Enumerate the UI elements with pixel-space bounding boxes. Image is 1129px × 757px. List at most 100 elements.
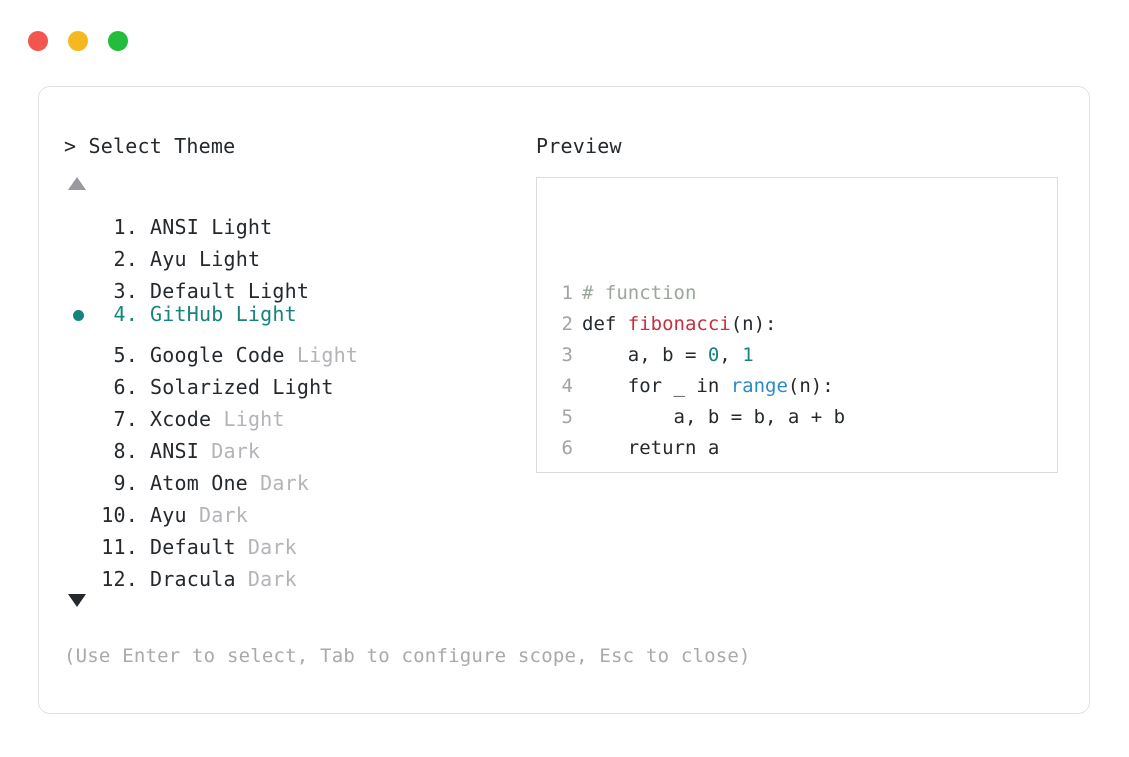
theme-item-number: 6. (113, 375, 138, 399)
preview-title: Preview (536, 134, 622, 158)
code-line-content: a, b = 0, 1 (573, 340, 754, 371)
theme-item-name: GitHub Light (150, 302, 297, 326)
theme-item-number: 1. (113, 215, 138, 239)
code-token: , (719, 344, 743, 366)
theme-list-item[interactable]: 12. Dracula Dark (64, 554, 534, 591)
code-line-content: # function (573, 278, 696, 309)
code-line: 1 # function (557, 278, 957, 309)
theme-list-item[interactable]: 2. Ayu Light (64, 234, 534, 271)
code-line-content: for _ in range(n): (573, 371, 834, 402)
line-number: 5 (561, 406, 573, 428)
page-title: Select Theme (88, 134, 236, 158)
theme-item-variant: Light (198, 215, 273, 239)
selection-bullet-cell (64, 300, 94, 332)
theme-list-item[interactable]: 6. Solarized Light (64, 362, 534, 399)
theme-list-item[interactable]: 4. GitHub Light (64, 298, 534, 330)
scroll-down-icon[interactable] (68, 594, 86, 607)
theme-item-number: 2. (113, 247, 138, 271)
theme-item-name: Default Light (150, 279, 310, 303)
window-maximize-button[interactable] (108, 31, 128, 51)
code-line-content: a, b = b, a + b (573, 402, 846, 433)
selection-bullet-cell (64, 362, 94, 394)
code-token: fibonacci (627, 313, 731, 335)
theme-item-name: Dracula Dark (150, 567, 297, 591)
code-line-content: return a (573, 433, 720, 464)
theme-list-item[interactable]: 8. ANSI Dark (64, 426, 534, 463)
theme-item-number: 7. (113, 407, 138, 431)
theme-item-variant: Light (211, 407, 285, 431)
code-token: a, b = b, a + b (582, 406, 846, 428)
selection-bullet-cell (64, 330, 94, 362)
theme-item-variant: Light (186, 247, 261, 271)
theme-list-item[interactable]: 1. ANSI Light (64, 202, 534, 239)
theme-item-number: 9. (113, 471, 138, 495)
window-traffic-lights (28, 31, 128, 51)
theme-item-variant: Light (284, 343, 359, 367)
theme-item-number: 3. (113, 279, 138, 303)
theme-item-name: Ayu Light (150, 247, 261, 271)
code-token: (n): (787, 375, 834, 397)
code-token: (n): (730, 313, 777, 335)
theme-item-name: Default Dark (150, 535, 297, 559)
theme-list-item[interactable]: 11. Default Dark (64, 522, 534, 559)
selection-bullet-cell (64, 394, 94, 426)
theme-item-variant: Dark (235, 567, 297, 591)
theme-item-variant: Dark (198, 439, 261, 463)
code-token: def (582, 313, 628, 335)
theme-list-item[interactable]: 7.Xcode Light (64, 394, 534, 431)
theme-item-variant: Light (235, 279, 310, 303)
preview-column: Preview (536, 133, 1066, 159)
code-token: 1 (742, 344, 754, 366)
theme-item-name: ANSI Dark (150, 439, 261, 463)
line-number: 2 (561, 313, 573, 335)
code-token: # function (582, 282, 697, 304)
theme-list-item[interactable]: 5. Google Code Light (64, 330, 534, 367)
theme-item-number: 5. (113, 343, 138, 367)
theme-item-variant: Dark (186, 503, 248, 527)
theme-item-number: 11. (101, 535, 138, 559)
theme-item-number: 12. (101, 567, 138, 591)
window-close-button[interactable] (28, 31, 48, 51)
line-number: 4 (561, 375, 573, 397)
theme-list-item[interactable]: 10.Ayu Dark (64, 490, 534, 527)
selection-bullet-cell (64, 522, 94, 554)
code-line: 6 return a (557, 433, 957, 464)
theme-item-name: Google Code Light (150, 343, 359, 367)
selection-bullet-cell (64, 234, 94, 266)
selection-bullet-cell (64, 554, 94, 586)
code-line: 5 a, b = b, a + b (557, 402, 957, 433)
theme-list-item[interactable]: 9. Atom One Dark (64, 458, 534, 495)
selection-bullet-cell (64, 458, 94, 490)
selection-bullet-cell (64, 202, 94, 234)
code-token: 0 (707, 344, 720, 366)
theme-item-variant: Light (260, 375, 334, 399)
line-number: 1 (561, 282, 573, 304)
theme-item-number: 10. (101, 503, 138, 527)
selection-bullet-cell (64, 426, 94, 458)
theme-item-number: 8. (113, 439, 138, 463)
theme-item-variant: Dark (247, 471, 310, 495)
prompt-title: > Select Theme (64, 133, 534, 159)
code-line: 4 for _ in range(n): (557, 371, 957, 402)
line-number: 6 (561, 437, 573, 459)
code-line-content: def fibonacci(n): (573, 309, 776, 340)
theme-list-item[interactable]: 3. Default Light (64, 266, 534, 303)
theme-item-variant: Dark (235, 535, 297, 559)
theme-item-name: Atom One Dark (150, 471, 310, 495)
keyboard-hint: (Use Enter to select, Tab to configure s… (64, 645, 751, 667)
window-minimize-button[interactable] (68, 31, 88, 51)
theme-item-variant: Light (223, 302, 297, 326)
code-token: return a (582, 437, 720, 459)
code-line: 3 a, b = 0, 1 (557, 340, 957, 371)
theme-item-name: ANSI Light (150, 215, 273, 239)
theme-item-number: 4. (113, 302, 138, 326)
theme-item-name: Solarized Light (150, 375, 334, 399)
scroll-up-icon[interactable] (68, 177, 86, 190)
